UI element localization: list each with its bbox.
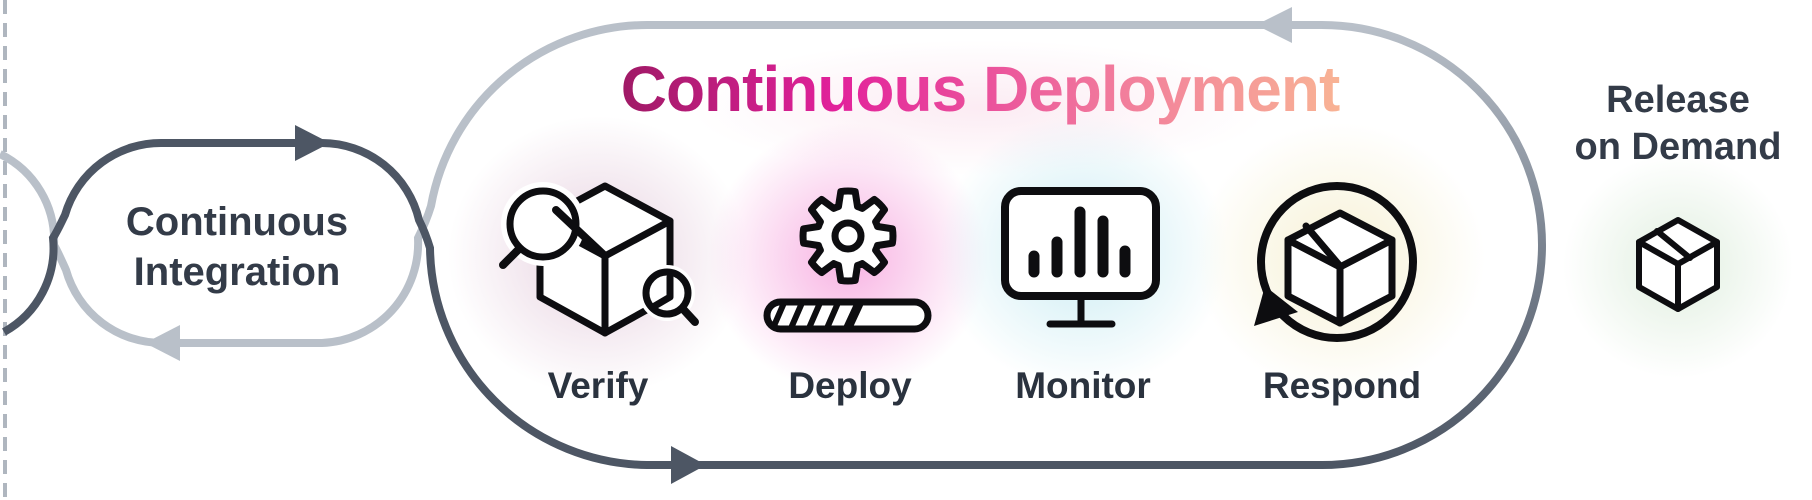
release-label-line2: on Demand <box>1574 126 1782 168</box>
cd-return-arrow <box>1256 7 1292 43</box>
gear-hub <box>831 219 865 253</box>
cd-forward-arrow <box>671 446 706 484</box>
ci-label-line2: Integration <box>133 250 341 294</box>
stage-label-monitor: Monitor <box>1015 365 1151 406</box>
release-label-line1: Release <box>1606 79 1750 121</box>
package-box-icon <box>1636 217 1720 312</box>
stage-label-respond: Respond <box>1262 365 1422 406</box>
dashboard-bar-chart-monitor-icon <box>1001 187 1160 328</box>
package-rollback-circular-arrow-icon <box>1254 182 1417 342</box>
gear-progress-bar-icon <box>763 187 932 333</box>
ci-return-arrow <box>145 325 180 361</box>
package-inspect-magnifier-icon <box>499 182 699 337</box>
release-on-demand-label: Release on Demand <box>1528 77 1812 171</box>
ci-loop-label: Continuous Integration <box>77 197 397 297</box>
cd-loop-title: Continuous Deployment <box>530 52 1430 126</box>
progress-bar-hatch <box>767 302 868 329</box>
stage-label-deploy: Deploy <box>788 365 912 406</box>
stage-label-verify: Verify <box>547 365 649 406</box>
forward-flow-dark-path <box>2 138 1322 469</box>
cd-right-cap-gradient <box>1321 21 1547 469</box>
progress-bar <box>767 302 928 329</box>
ci-forward-arrow <box>295 125 330 161</box>
rollback-arrowhead <box>1254 286 1298 326</box>
ci-label-line1: Continuous <box>125 200 349 244</box>
